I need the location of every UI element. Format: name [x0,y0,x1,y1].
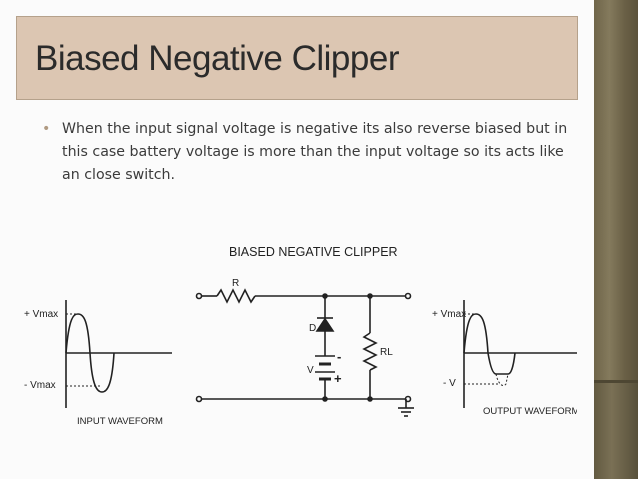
input-terminal-top [195,292,203,300]
decorative-side-band-lower [594,383,638,479]
input-caption: INPUT WAVEFORM [77,416,163,427]
side-band-divider [594,380,638,384]
circuit [195,288,414,417]
load-label: RL [380,347,393,358]
battery-minus-label: - [337,349,341,364]
input-label-bottom: - Vmax [24,380,56,391]
input-waveform [65,300,172,408]
title-box: Biased Negative Clipper [16,16,578,100]
input-terminal-bottom [195,395,203,403]
resistor-label: R [232,278,239,289]
output-label-bottom: - V [443,378,456,389]
output-caption: OUTPUT WAVEFORM [483,406,577,417]
output-waveform [463,300,577,408]
diode-d [315,317,335,332]
output-terminal-top [404,292,412,300]
input-label-top: + Vmax [24,309,58,320]
output-label-top: + Vmax [432,309,466,320]
clipper-diagram: BIASED NEGATIVE CLIPPER + Vmax - Vmax IN… [24,245,577,427]
diagram-title: BIASED NEGATIVE CLIPPER [229,245,398,259]
battery-plus-label: + [334,371,342,386]
resistor-r [216,288,256,304]
bullet-marker: • [42,121,51,137]
battery-label: V [307,365,314,376]
resistor-rl [362,332,378,371]
slide-title: Biased Negative Clipper [35,39,399,78]
bullet-item: When the input signal voltage is negativ… [62,121,568,183]
bullet-list: • When the input signal voltage is negat… [42,118,574,187]
diode-label: D [309,323,316,334]
